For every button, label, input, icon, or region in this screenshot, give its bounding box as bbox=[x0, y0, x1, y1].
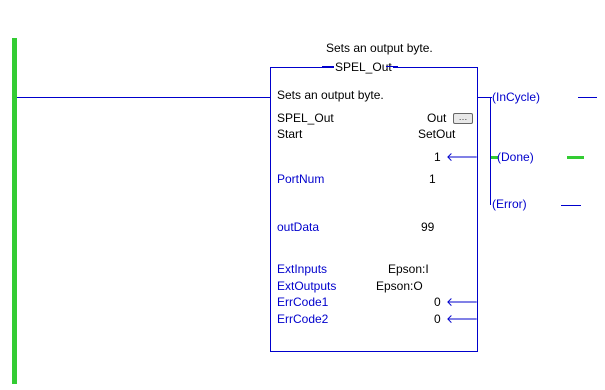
properties-button[interactable]: … bbox=[453, 113, 473, 124]
left-arrow-icon: 🡐 bbox=[446, 312, 479, 326]
incycle-close-paren: ) bbox=[536, 90, 541, 104]
inputs-label: ExtInputs bbox=[277, 262, 328, 276]
outputs-label: ExtOutputs bbox=[277, 279, 337, 293]
error-wire-right bbox=[561, 205, 581, 206]
data-label: outData bbox=[277, 220, 320, 234]
title-dash-left bbox=[322, 66, 334, 67]
rung-wire-right bbox=[478, 97, 492, 98]
block-title-text: SPEL_Out bbox=[335, 60, 392, 74]
ellipsis-icon: … bbox=[458, 112, 468, 122]
rung-wire-left bbox=[17, 97, 270, 98]
done-wire-left bbox=[490, 156, 498, 159]
incycle-wire-right bbox=[578, 97, 597, 98]
done-open-paren: ( bbox=[497, 150, 501, 164]
left-arrow-icon: 🡐 bbox=[446, 295, 479, 309]
err1-value: 0 bbox=[434, 295, 441, 309]
block-title: SPEL_Out bbox=[334, 60, 393, 74]
port-value: 1 bbox=[429, 172, 436, 186]
power-rail bbox=[12, 38, 17, 384]
instruction-value: Out bbox=[427, 111, 447, 125]
rung-comment: Sets an output byte. bbox=[326, 41, 433, 55]
done-coil[interactable]: (Done) bbox=[497, 150, 534, 164]
done-close-paren: ) bbox=[529, 150, 534, 164]
function-block[interactable] bbox=[270, 67, 478, 352]
done-wire-right bbox=[567, 156, 584, 159]
port-label: PortNum bbox=[277, 172, 325, 186]
outputs-value: Epson:O bbox=[376, 279, 423, 293]
done-label: Done bbox=[501, 150, 530, 164]
block-description: Sets an output byte. bbox=[277, 88, 384, 102]
err2-value: 0 bbox=[434, 312, 441, 326]
title-dash-right bbox=[386, 66, 398, 67]
error-open-paren: ( bbox=[492, 197, 496, 211]
start-value: SetOut bbox=[418, 127, 456, 141]
error-close-paren: ) bbox=[522, 197, 527, 211]
start-label: Start bbox=[277, 127, 303, 141]
incycle-label: InCycle bbox=[496, 90, 537, 104]
error-coil[interactable]: (Error) bbox=[492, 197, 527, 211]
err1-label: ErrCode1 bbox=[277, 295, 329, 309]
data-value: 99 bbox=[421, 220, 435, 234]
incycle-coil[interactable]: (InCycle) bbox=[492, 90, 540, 104]
done-value: 1 bbox=[434, 150, 441, 164]
left-arrow-icon: 🡐 bbox=[446, 150, 479, 164]
incycle-open-paren: ( bbox=[492, 90, 496, 104]
instruction-label: SPEL_Out bbox=[277, 111, 334, 125]
output-branch-wire bbox=[490, 97, 491, 205]
inputs-value: Epson:I bbox=[388, 262, 429, 276]
err2-label: ErrCode2 bbox=[277, 312, 329, 326]
error-label: Error bbox=[496, 197, 523, 211]
